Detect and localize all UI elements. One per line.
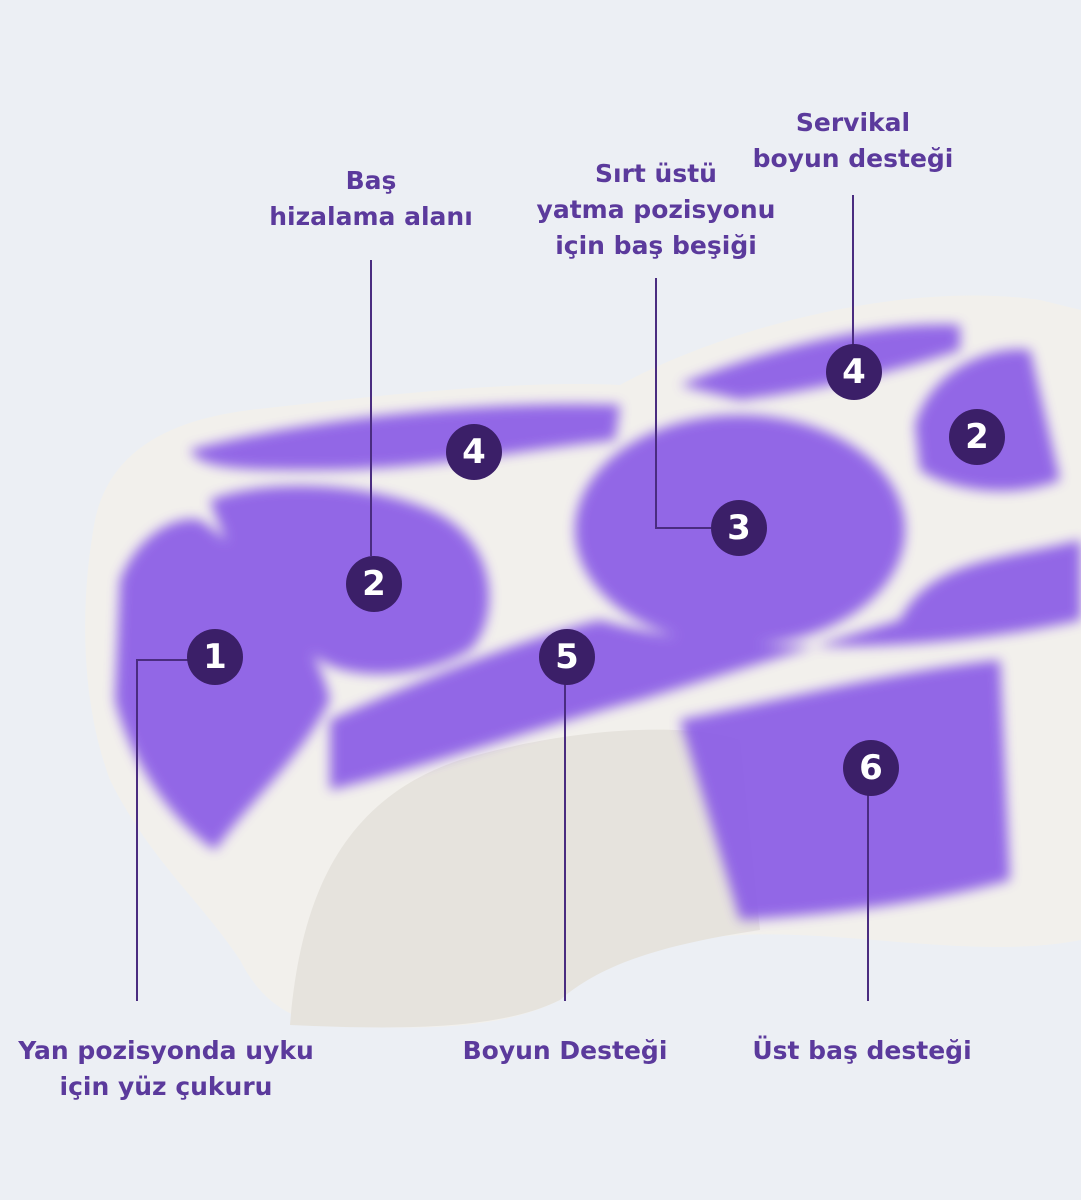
badge-6: 6 [843, 740, 899, 796]
leader-line-5 [564, 684, 566, 1001]
label-side-face: Yan pozisyonda uyku için yüz çukuru [18, 1036, 314, 1101]
label-top-head: Üst baş desteği [752, 1036, 972, 1065]
badge-4-right: 4 [826, 344, 882, 400]
leader-line-4 [852, 195, 854, 345]
badge-2: 2 [346, 556, 402, 612]
leader-line-2 [370, 260, 372, 556]
badge-3: 3 [711, 500, 767, 556]
leader-line-3-h [655, 527, 711, 529]
label-back-cradle: Sırt üstü yatma pozisyonu için baş beşiğ… [536, 159, 776, 260]
label-cervical: Servikal boyun desteği [752, 108, 954, 173]
badge-4: 4 [446, 424, 502, 480]
leader-line-3 [655, 278, 657, 529]
label-head-alignment: Baş hizalama alanı [269, 166, 473, 231]
leader-line-1-h [136, 659, 188, 661]
badge-1: 1 [187, 629, 243, 685]
badge-2-right: 2 [949, 409, 1005, 465]
leader-line-1 [136, 659, 138, 1001]
leader-line-6 [867, 795, 869, 1001]
badge-5: 5 [539, 629, 595, 685]
label-neck: Boyun Desteği [462, 1036, 668, 1065]
